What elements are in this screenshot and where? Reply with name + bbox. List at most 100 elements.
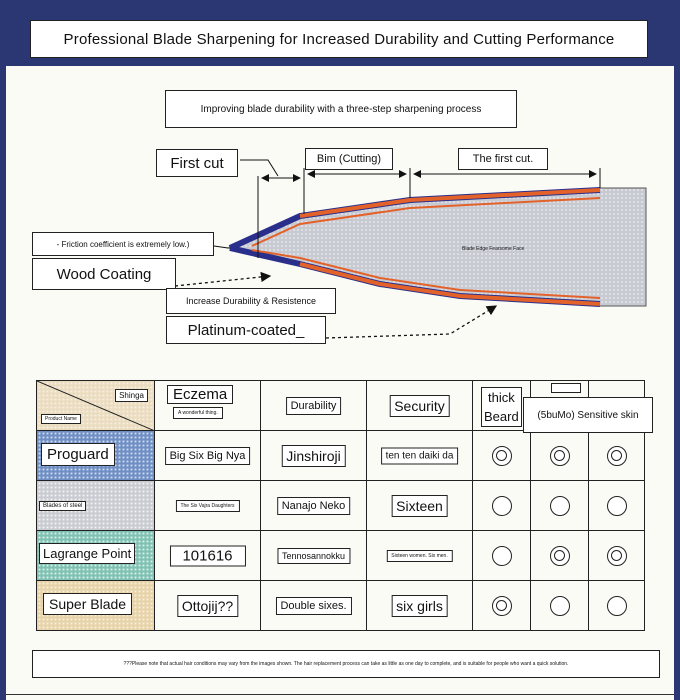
table-row: Lagrange Point 101616 Tennosannokku Sixt… [36, 530, 645, 581]
table-cell: The Six Vajra Daughters [154, 480, 261, 531]
cell-value: Tennosannokku [276, 547, 351, 564]
cell-value: Ottojij?? [176, 594, 239, 617]
table-row: Super Blade Ottojij?? Double sixes. six … [36, 580, 645, 631]
header-security: Security [389, 394, 450, 417]
cell-value: Jinshiroji [281, 444, 346, 467]
table-cell: Jinshiroji [260, 430, 367, 481]
table-cell: Double sixes. [260, 580, 367, 631]
table-cell [472, 580, 531, 631]
table-cell: six girls [366, 580, 473, 631]
row-name-super-blade: Super Blade [43, 593, 133, 615]
table-cell: 101616 [154, 530, 261, 581]
leader-friction [213, 245, 229, 249]
table-cell [588, 430, 645, 481]
orange-coating-bottom [299, 262, 601, 306]
table-cell: Tennosannokku [260, 530, 367, 581]
circle-icon [549, 495, 570, 516]
circle-icon [549, 595, 570, 616]
table-cell: Nanajo Neko [260, 480, 367, 531]
table-cell [588, 480, 645, 531]
table-cell: Sixteen [366, 480, 473, 531]
header-cell-sensitive-skin: (5buMo) Sensitive skin [523, 380, 653, 433]
table-cell: Big Six Big Nya [154, 430, 261, 481]
cell-value: Big Six Big Nya [164, 446, 251, 465]
table-cell [472, 430, 531, 481]
right-border [674, 0, 680, 700]
cell-value: Sixteen [391, 494, 448, 517]
leader-durability [174, 271, 272, 287]
header-durability: Durability [285, 396, 342, 415]
inner-edge-bottom [251, 249, 601, 299]
double-circle-icon [491, 595, 512, 616]
label-blade-face: Blade Edge Fearsome Face [462, 246, 525, 252]
table-cell [530, 480, 589, 531]
circle-icon [491, 495, 512, 516]
left-border [0, 0, 6, 700]
table-header-row: Shinga Product Name Eczema A wonderful t… [36, 380, 653, 433]
label-first-cut: First cut [156, 149, 238, 177]
subtitle-box: Improving blade durability with a three-… [165, 90, 517, 128]
page-title: Professional Blade Sharpening for Increa… [30, 20, 648, 58]
row-name-lagrange-point: Lagrange Point [39, 543, 136, 564]
circle-icon [606, 595, 627, 616]
cell-value: ten ten daiki da [380, 447, 459, 464]
header-cell-eczema: Eczema A wonderful thing. [154, 380, 261, 431]
header-cell-security: Security [366, 380, 473, 431]
cell-value: 101616 [169, 545, 246, 566]
header-cell-durability: Durability [260, 380, 367, 431]
header-thick: thick [487, 390, 515, 405]
label-bim: Bim (Cutting) [305, 148, 393, 170]
header-cell-empty [588, 380, 645, 431]
circle-icon [606, 495, 627, 516]
corner-bottom-label: Product Name [41, 414, 81, 424]
row-name-blades-of-steel: Blades of steel [39, 501, 87, 511]
table-cell [530, 430, 589, 481]
table-cell [472, 530, 531, 581]
header-eczema: Eczema [167, 385, 234, 404]
row-name-cell: Proguard [36, 430, 155, 481]
double-circle-icon [606, 445, 627, 466]
row-name-cell: Super Blade [36, 580, 155, 631]
table-row: Proguard Big Six Big Nya Jinshiroji ten … [36, 430, 645, 481]
cell-value: The Six Vajra Daughters [175, 499, 240, 512]
blade-diagram [174, 159, 647, 339]
table-corner-cell: Shinga Product Name [36, 380, 155, 431]
inner-edge-top [251, 197, 601, 247]
header-tab-decoration [551, 383, 581, 393]
double-circle-icon [549, 545, 570, 566]
comparison-table: Shinga Product Name Eczema A wonderful t… [36, 380, 653, 631]
cell-value: six girls [391, 594, 448, 617]
double-circle-icon [606, 545, 627, 566]
table-cell [472, 480, 531, 531]
leader-platinum [325, 305, 498, 339]
row-name-proguard: Proguard [41, 443, 115, 466]
table-cell: Sixteen women. Six men. [366, 530, 473, 581]
double-circle-icon [491, 445, 512, 466]
cell-value: Nanajo Neko [276, 496, 351, 515]
row-name-cell: Lagrange Point [36, 530, 155, 581]
table-cell: ten ten daiki da [366, 430, 473, 481]
double-circle-icon [549, 445, 570, 466]
leader-first-cut [240, 159, 279, 177]
table-row: Blades of steel The Six Vajra Daughters … [36, 480, 645, 531]
cell-value: Sixteen women. Six men. [386, 549, 453, 562]
corner-diagonal [37, 381, 155, 431]
label-platinum: Platinum-coated_ [166, 316, 326, 344]
table-cell [530, 530, 589, 581]
footnote: ???Please note that actual hair conditio… [32, 650, 660, 678]
header-beard: Beard [484, 409, 519, 424]
table-cell: Ottojij?? [154, 580, 261, 631]
row-name-cell: Blades of steel [36, 480, 155, 531]
label-friction: - Friction coefficient is extremely low.… [32, 232, 214, 256]
label-durability: Increase Durability & Resistence [166, 288, 336, 314]
table-cell [530, 580, 589, 631]
header-eczema-sub: A wonderful thing. [173, 407, 223, 419]
label-the-first-cut: The first cut. [458, 148, 548, 170]
corner-top-label: Shinga [115, 389, 148, 402]
circle-icon [491, 545, 512, 566]
orange-coating-top [299, 188, 601, 218]
table-cell [588, 580, 645, 631]
table-cell [588, 530, 645, 581]
